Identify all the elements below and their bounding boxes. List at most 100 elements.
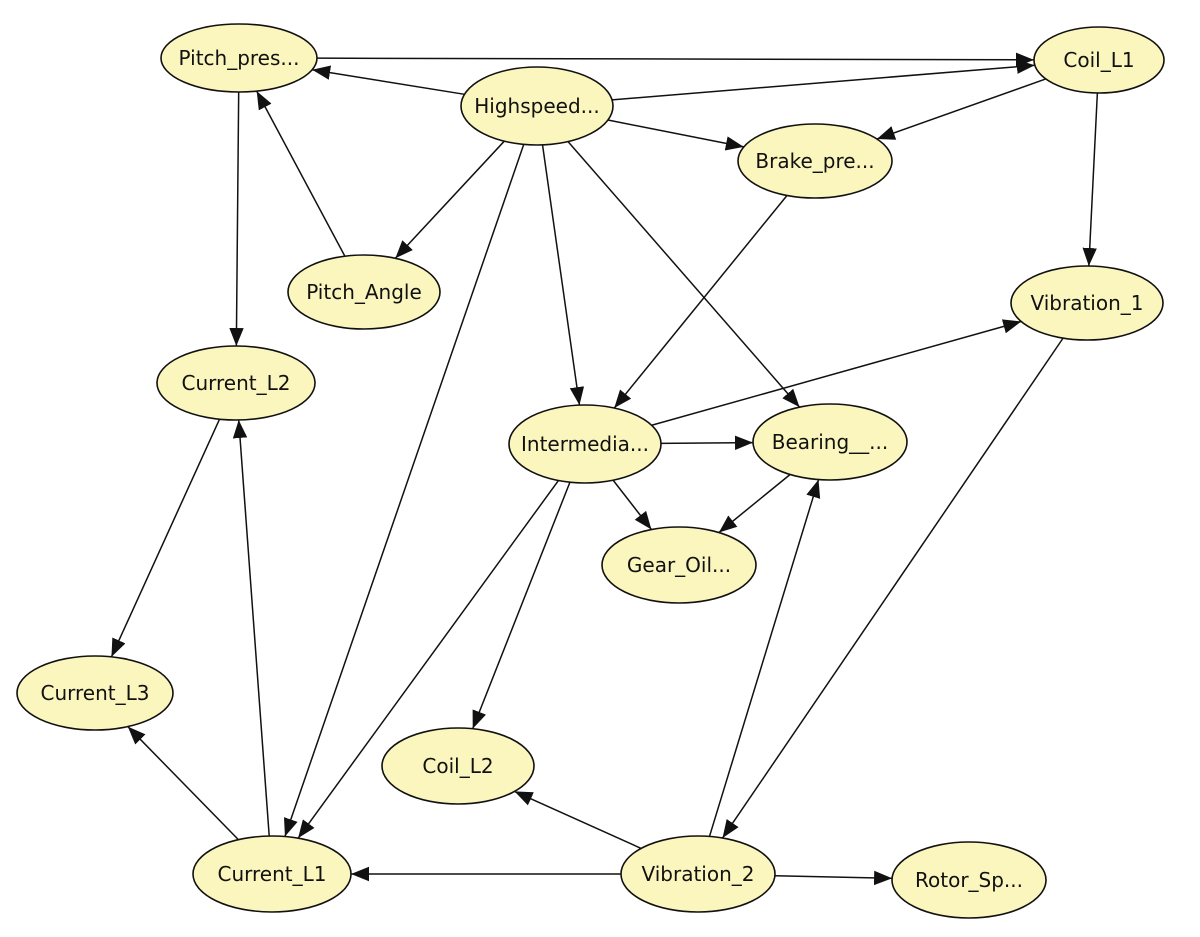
edge-arrow xyxy=(229,91,244,347)
edge-arrow xyxy=(514,790,642,850)
node-shape xyxy=(620,835,776,913)
edge-brake_pre-to-intermedia xyxy=(613,194,788,409)
edge-current_l2-to-current_l3 xyxy=(110,418,221,658)
node-shape xyxy=(1010,265,1164,341)
node-current-l3[interactable]: Current_L3 xyxy=(16,655,174,731)
edge-vibration_2-to-bearing xyxy=(708,479,821,837)
edge-intermedia-to-vibration_1 xyxy=(651,319,1022,426)
edge-pitch_pres-to-coil_l1 xyxy=(316,52,1035,68)
edge-arrow xyxy=(472,481,571,729)
node-highspeed[interactable]: Highspeed... xyxy=(460,66,614,146)
edge-arrow xyxy=(611,59,1035,101)
node-coil-l2[interactable]: Coil_L2 xyxy=(381,727,535,805)
node-shape xyxy=(287,254,441,330)
node-shape xyxy=(381,727,535,805)
node-label: Coil_L1 xyxy=(1063,48,1134,72)
node-shape xyxy=(460,66,614,146)
node-shape xyxy=(16,655,174,731)
node-shape xyxy=(737,123,893,199)
edge-arrow xyxy=(651,319,1022,426)
node-vibration-2[interactable]: Vibration_2 xyxy=(620,835,776,913)
edge-arrow xyxy=(312,65,465,96)
edge-coil_l1-to-vibration_1 xyxy=(1082,92,1099,267)
node-intermedia[interactable]: Intermedia... xyxy=(508,404,662,484)
edge-highspeed-to-intermedia xyxy=(541,144,585,406)
edge-vibration_1-to-vibration_2 xyxy=(721,337,1064,839)
edge-arrow xyxy=(876,78,1047,140)
node-label: Coil_L2 xyxy=(422,754,493,778)
node-shape xyxy=(891,841,1047,919)
node-shape xyxy=(156,345,316,421)
edge-arrow xyxy=(316,52,1035,68)
edge-pitch_pres-to-current_l2 xyxy=(229,91,244,347)
edge-intermedia-to-current_l1 xyxy=(297,480,560,839)
edge-arrow xyxy=(708,479,821,837)
edge-arrow xyxy=(718,473,791,534)
edge-arrow xyxy=(1082,92,1099,267)
edge-current_l1-to-current_l2 xyxy=(232,419,270,837)
edge-arrow xyxy=(232,419,270,837)
node-shape xyxy=(752,403,908,481)
node-pitch-angle[interactable]: Pitch_Angle xyxy=(287,254,441,330)
edge-arrow xyxy=(394,140,505,259)
edge-arrow xyxy=(110,418,221,658)
edge-highspeed-to-brake_pre xyxy=(607,119,744,151)
node-pitch-pres[interactable]: Pitch_pres... xyxy=(160,23,318,93)
node-coil-l1[interactable]: Coil_L1 xyxy=(1033,26,1165,94)
edge-arrow xyxy=(284,144,525,837)
node-label: Brake_pre... xyxy=(755,149,874,173)
node-vibration-1[interactable]: Vibration_1 xyxy=(1010,265,1164,341)
edge-bearing-to-gear_oil xyxy=(718,473,791,534)
node-label: Current_L3 xyxy=(41,681,150,705)
edge-current_l1-to-current_l3 xyxy=(127,726,239,841)
edge-highspeed-to-bearing xyxy=(567,141,801,408)
node-label: Vibration_1 xyxy=(1030,291,1143,315)
edge-arrow xyxy=(612,479,653,530)
edge-coil_l1-to-brake_pre xyxy=(876,78,1047,140)
edge-arrow xyxy=(774,870,893,886)
node-label: Gear_Oil... xyxy=(627,553,731,577)
node-label: Current_L1 xyxy=(218,862,327,886)
edge-highspeed-to-pitch_angle xyxy=(394,140,505,259)
node-label: Pitch_pres... xyxy=(179,46,300,70)
edge-arrow xyxy=(721,337,1064,839)
node-rotor-sp[interactable]: Rotor_Sp... xyxy=(891,841,1047,919)
node-current-l2[interactable]: Current_L2 xyxy=(156,345,316,421)
edge-arrow xyxy=(567,141,801,408)
edge-highspeed-to-coil_l1 xyxy=(611,59,1035,101)
edge-intermedia-to-bearing xyxy=(660,435,754,450)
node-bearing[interactable]: Bearing__... xyxy=(752,403,908,481)
nodes-layer: Pitch_pres... Highspeed... Coil_L1Brake_pr… xyxy=(16,23,1165,919)
node-label: Vibration_2 xyxy=(641,862,754,886)
node-shape xyxy=(1033,26,1165,94)
node-label: Current_L2 xyxy=(182,371,291,395)
node-label: Highspeed... xyxy=(474,94,599,118)
edge-intermedia-to-coil_l2 xyxy=(472,481,571,729)
edge-highspeed-to-current_l1 xyxy=(284,144,525,837)
node-label: Bearing__... xyxy=(772,430,889,454)
edge-pitch_angle-to-pitch_pres xyxy=(256,90,346,257)
edge-arrow xyxy=(256,90,346,257)
edge-highspeed-to-pitch_pres xyxy=(312,65,465,96)
edge-arrow xyxy=(541,144,585,406)
node-shape xyxy=(508,404,662,484)
node-shape xyxy=(192,835,352,913)
node-shape xyxy=(160,23,318,93)
edge-intermedia-to-gear_oil xyxy=(612,479,653,530)
edge-arrow xyxy=(660,435,754,450)
edge-arrow xyxy=(297,480,560,839)
edge-vibration_2-to-rotor_sp xyxy=(774,870,893,886)
node-label: Rotor_Sp... xyxy=(915,868,1023,892)
edge-arrow xyxy=(127,726,239,841)
edge-arrow xyxy=(607,119,744,151)
edge-vibration_2-to-coil_l2 xyxy=(514,790,642,850)
edge-arrow xyxy=(613,194,788,409)
node-brake-pre[interactable]: Brake_pre... xyxy=(737,123,893,199)
node-current-l1[interactable]: Current_L1 xyxy=(192,835,352,913)
node-label: Pitch_Angle xyxy=(306,280,422,304)
node-label: Intermedia... xyxy=(521,432,649,456)
edges-layer xyxy=(110,52,1099,886)
node-shape xyxy=(601,526,757,604)
node-gear-oil[interactable]: Gear_Oil... xyxy=(601,526,757,604)
